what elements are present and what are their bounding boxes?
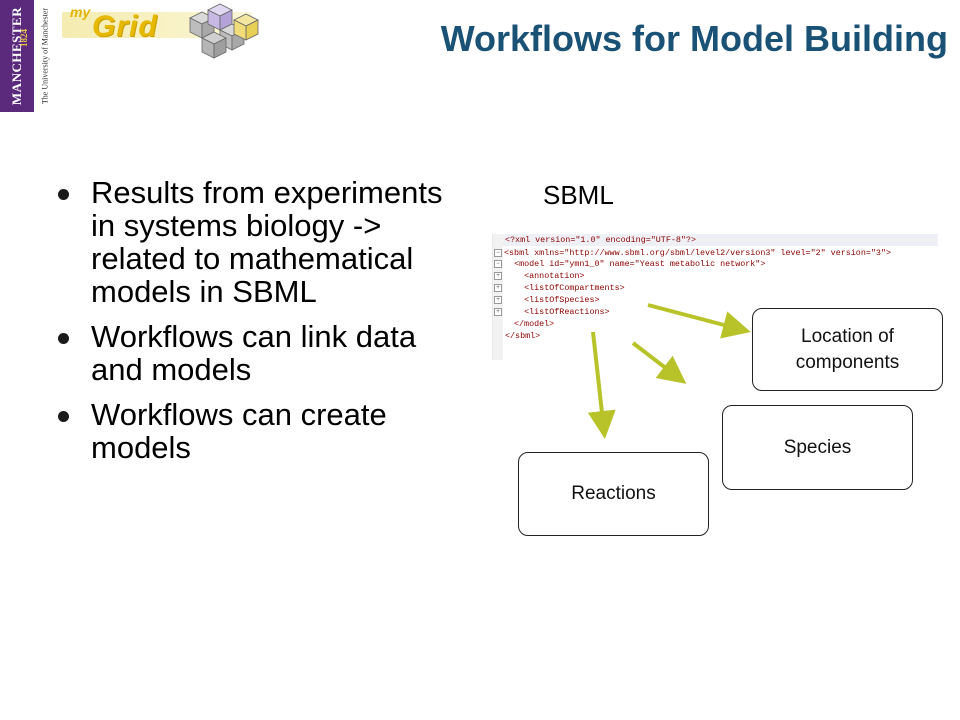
reactions-box-label: Reactions <box>571 483 656 504</box>
expand-icon[interactable]: + <box>494 295 502 304</box>
species-box: Species <box>722 405 913 490</box>
page-title: Workflows for Model Building <box>440 18 948 59</box>
xml-line: + <listOfReactions> <box>494 307 610 318</box>
xml-snippet: <?xml version="1.0" encoding="UTF-8"?> −… <box>492 234 938 360</box>
university-crest <box>0 0 34 112</box>
arrow-to-species <box>631 341 687 384</box>
xml-line: + <listOfCompartments> <box>494 283 625 294</box>
cube-cluster-icon <box>189 3 259 59</box>
bullet-text: Workflows can create models <box>91 397 387 465</box>
expand-icon[interactable]: + <box>494 271 502 280</box>
mygrid-logo: my Grid <box>62 0 262 62</box>
bullet-item: Results from experiments in systems biol… <box>58 176 458 308</box>
expand-icon[interactable]: + <box>494 307 502 316</box>
bullet-list: Results from experiments in systems biol… <box>58 176 458 476</box>
xml-line: </model> <box>514 319 555 329</box>
bullet-text: Results from experiments in systems biol… <box>91 175 443 309</box>
arrow-to-location <box>647 303 751 339</box>
arrow-to-reactions <box>587 331 616 439</box>
reactions-box: Reactions <box>518 452 709 536</box>
expand-icon[interactable]: + <box>494 283 502 292</box>
logo-prefix: my <box>70 4 91 20</box>
collapse-icon[interactable]: − <box>494 259 502 268</box>
bullet-dot-icon <box>58 333 69 344</box>
xml-line: + <listOfSpecies> <box>494 295 600 306</box>
university-logo: MANCHESTER 1824 The University of Manche… <box>0 0 60 112</box>
xml-line: <?xml version="1.0" encoding="UTF-8"?> <box>505 235 696 245</box>
bullet-item: Workflows can create models <box>58 398 458 464</box>
species-box-label: Species <box>783 436 852 458</box>
xml-line: −<sbml xmlns="http://www.sbml.org/sbml/l… <box>494 248 891 259</box>
sbml-label: SBML <box>543 180 614 210</box>
location-box-line1: Location of <box>801 325 894 347</box>
xml-header-band <box>493 234 938 246</box>
collapse-icon[interactable]: − <box>494 248 502 257</box>
logo-name: Grid <box>92 10 158 43</box>
location-box-line2: components <box>795 351 900 373</box>
bullet-text: Workflows can link data and models <box>91 319 417 387</box>
xml-line: + <annotation> <box>494 271 584 282</box>
bullet-dot-icon <box>58 189 69 200</box>
location-box: Location of components <box>752 308 943 391</box>
bullet-dot-icon <box>58 411 69 422</box>
xml-line: </sbml> <box>505 331 541 341</box>
bullet-item: Workflows can link data and models <box>58 320 458 386</box>
xml-line: − <model id="ymn1_0" name="Yeast metabol… <box>494 259 765 270</box>
